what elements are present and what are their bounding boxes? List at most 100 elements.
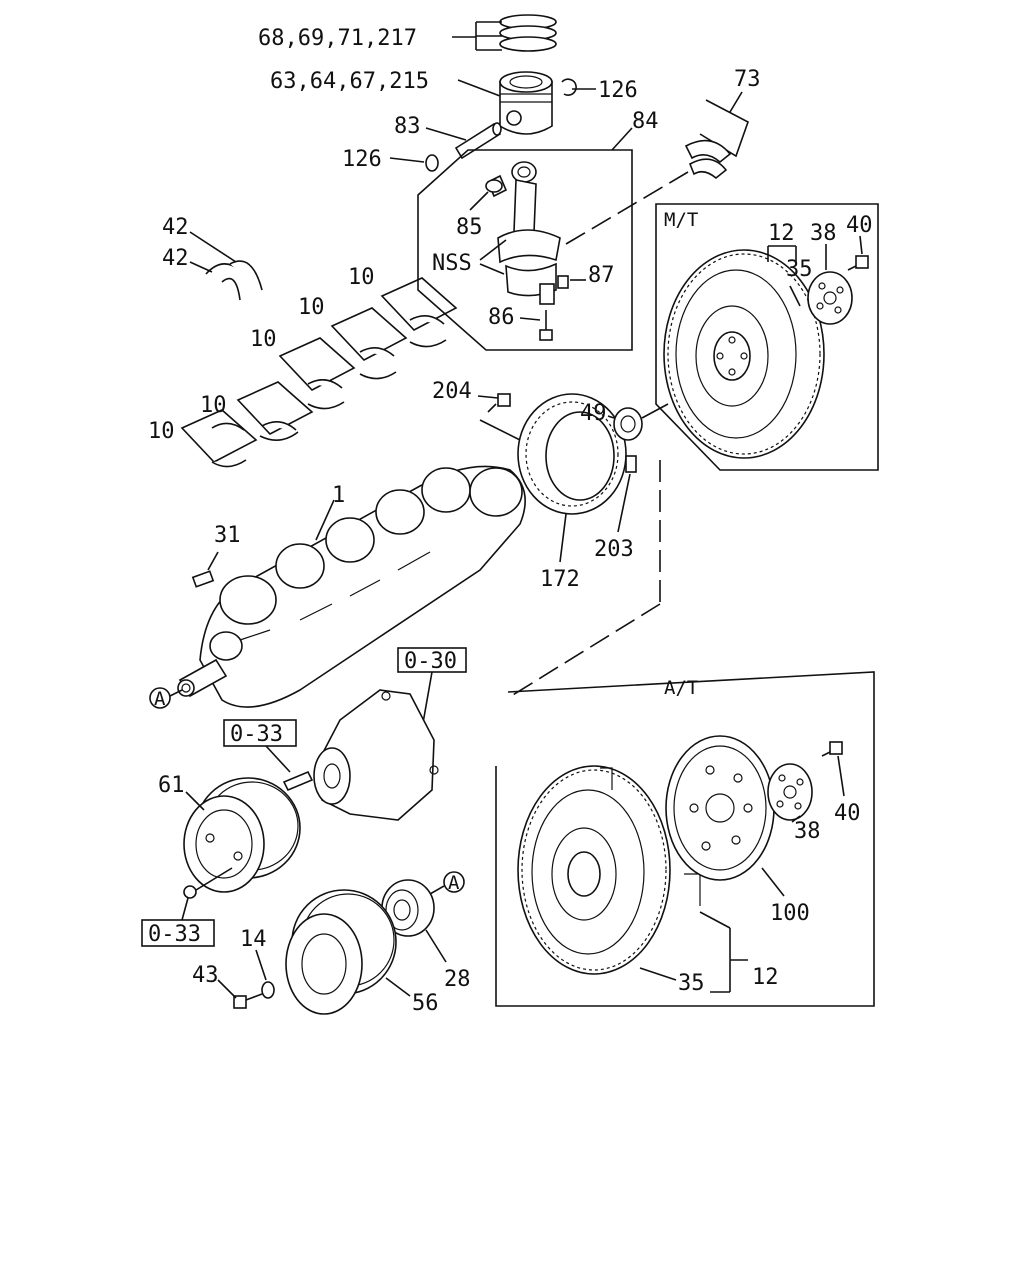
at-flywheel-label: 12 — [752, 965, 779, 990]
main-bearing-4-drawing — [330, 307, 408, 380]
main-bearing-1-label: 10 — [148, 419, 175, 444]
snap-ring-right-drawing — [561, 78, 577, 96]
gear-28-label: 28 — [444, 967, 471, 992]
conrod-box — [417, 149, 633, 351]
at-bolt-leader — [837, 755, 845, 797]
thrust-1-leader — [189, 231, 237, 263]
bolt-43-drawing — [233, 993, 263, 1009]
small-end-bush-drawing — [485, 174, 508, 198]
at-flywheel-drawing — [517, 765, 701, 975]
rod-nut-drawing — [557, 275, 569, 289]
at-plate-label: 38 — [794, 819, 821, 844]
ref-nut-leader — [181, 897, 189, 921]
mt-section-box — [655, 203, 879, 471]
mt-plate-label: 38 — [810, 221, 837, 246]
gear-28-leader — [425, 929, 447, 963]
mt-bolt-label: 40 — [846, 213, 873, 238]
mt-plate-drawing — [807, 271, 853, 325]
piston-drawing — [499, 71, 553, 135]
mt-ring-gear-leader — [789, 285, 801, 307]
timing-gear-drawing — [517, 393, 627, 515]
at-plate-drawing — [767, 763, 813, 821]
connector-a-2-leader — [429, 885, 445, 895]
key-leader — [207, 551, 219, 571]
mt-ring-gear-label: 35 — [786, 257, 813, 282]
snap-ring-left-drawing — [425, 154, 439, 172]
piston-pin-label: 83 — [394, 114, 421, 139]
mt-bolt-leader — [859, 235, 863, 255]
at-ring-gear-label: 35 — [678, 971, 705, 996]
pulley-61-label: 61 — [158, 773, 185, 798]
key-drawing — [191, 570, 215, 588]
main-bearing-3-drawing — [278, 337, 356, 410]
bush-leader — [469, 191, 489, 211]
connector-a-1-leader — [169, 689, 183, 697]
pin-203-drawing — [625, 455, 637, 473]
nss-leader-top — [479, 239, 507, 261]
bolt-43-label: 43 — [192, 963, 219, 988]
thrust-2-leader — [189, 261, 213, 273]
water-pump-drawing — [313, 689, 439, 821]
at-bolt-drawing — [821, 741, 843, 757]
rod-bearing-label: 73 — [734, 67, 761, 92]
ref-stud-box — [223, 719, 297, 747]
connector-a-1-circle — [149, 687, 171, 709]
crankshaft-leader — [315, 499, 335, 541]
ref-nut-label: 0-33 — [148, 922, 201, 947]
pulley-61-leader — [185, 791, 205, 811]
rod-bolt-label: 86 — [488, 305, 515, 330]
conrod-label: 84 — [632, 109, 659, 134]
thrust-2-label: 42 — [162, 246, 189, 271]
washer-14-drawing — [261, 981, 275, 999]
main-bearing-2-label: 10 — [200, 393, 227, 418]
snap-ring-right-label: 126 — [598, 78, 638, 103]
main-bearing-5-drawing — [380, 277, 458, 348]
bolt-204-drawing — [487, 393, 511, 413]
ref-stud-leader — [265, 745, 291, 773]
nut-leader — [195, 867, 233, 891]
bearing-to-mt-link — [641, 403, 669, 419]
crankshaft-label: 1 — [332, 483, 345, 508]
stud-drawing — [282, 770, 314, 792]
at-flexplate-label: 100 — [770, 901, 810, 926]
thrust-washers-drawing — [205, 260, 263, 301]
mt-bolt-drawing — [847, 255, 869, 271]
at-flexplate-drawing — [665, 735, 775, 881]
conrod-box-leader — [611, 127, 633, 151]
main-bearing-1-drawing — [180, 409, 258, 468]
at-section-box — [495, 671, 875, 1007]
piston-label: 63,64,67,215 — [270, 69, 429, 94]
washer-14-label: 14 — [240, 927, 267, 952]
pulley-61-drawing — [183, 777, 301, 893]
pilot-bearing-drawing — [613, 407, 643, 441]
at-section-label: A/T — [664, 677, 698, 699]
rod-bearing-dash-line — [565, 171, 689, 245]
main-bearing-3-label: 10 — [250, 327, 277, 352]
at-flywheel-leader — [699, 911, 731, 929]
timing-gear-label: 172 — [540, 567, 580, 592]
at-bolt-label: 40 — [834, 801, 861, 826]
bolt-204-label: 204 — [432, 379, 472, 404]
damper-56-leader — [385, 977, 411, 997]
at-plate-leader — [791, 815, 801, 823]
at-dash-line — [507, 603, 661, 699]
pilot-bearing-leader — [607, 415, 615, 419]
bolt-43-leader — [217, 979, 237, 999]
snap-ring-left-leader — [389, 157, 425, 163]
mt-flywheel-label: 12 — [768, 221, 795, 246]
conrod-drawing — [497, 161, 561, 305]
rod-bolt-drawing — [539, 310, 553, 341]
piston-rings-label: 68,69,71,217 — [258, 26, 417, 51]
piston-pin-leader — [425, 127, 467, 141]
bush-label: 85 — [456, 215, 483, 240]
bolt-204-leader — [477, 395, 499, 399]
mt-section-label: M/T — [664, 209, 698, 231]
timing-gear-leader — [559, 513, 567, 563]
crankshaft-drawing — [177, 465, 526, 708]
key-label: 31 — [214, 523, 241, 548]
main-bearing-5-label: 10 — [348, 265, 375, 290]
nss-leader-bottom — [479, 263, 505, 275]
damper-56-drawing — [285, 889, 397, 1015]
bolt-204-dash-link — [479, 419, 521, 441]
